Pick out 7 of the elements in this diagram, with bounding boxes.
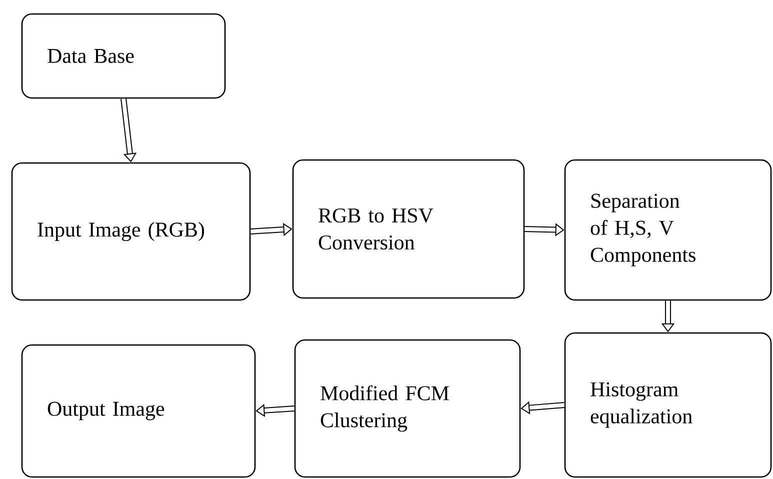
process-box: Data Base bbox=[21, 13, 226, 99]
process-box: RGB to HSV Conversion bbox=[292, 159, 525, 299]
process-box: Input Image (RGB) bbox=[11, 162, 251, 301]
process-box: Output Image bbox=[21, 344, 256, 478]
process-box: Histogram equalization bbox=[564, 332, 772, 478]
process-box: Modified FCM Clustering bbox=[294, 339, 521, 478]
process-box: Separation of H,S, V Components bbox=[564, 159, 772, 301]
